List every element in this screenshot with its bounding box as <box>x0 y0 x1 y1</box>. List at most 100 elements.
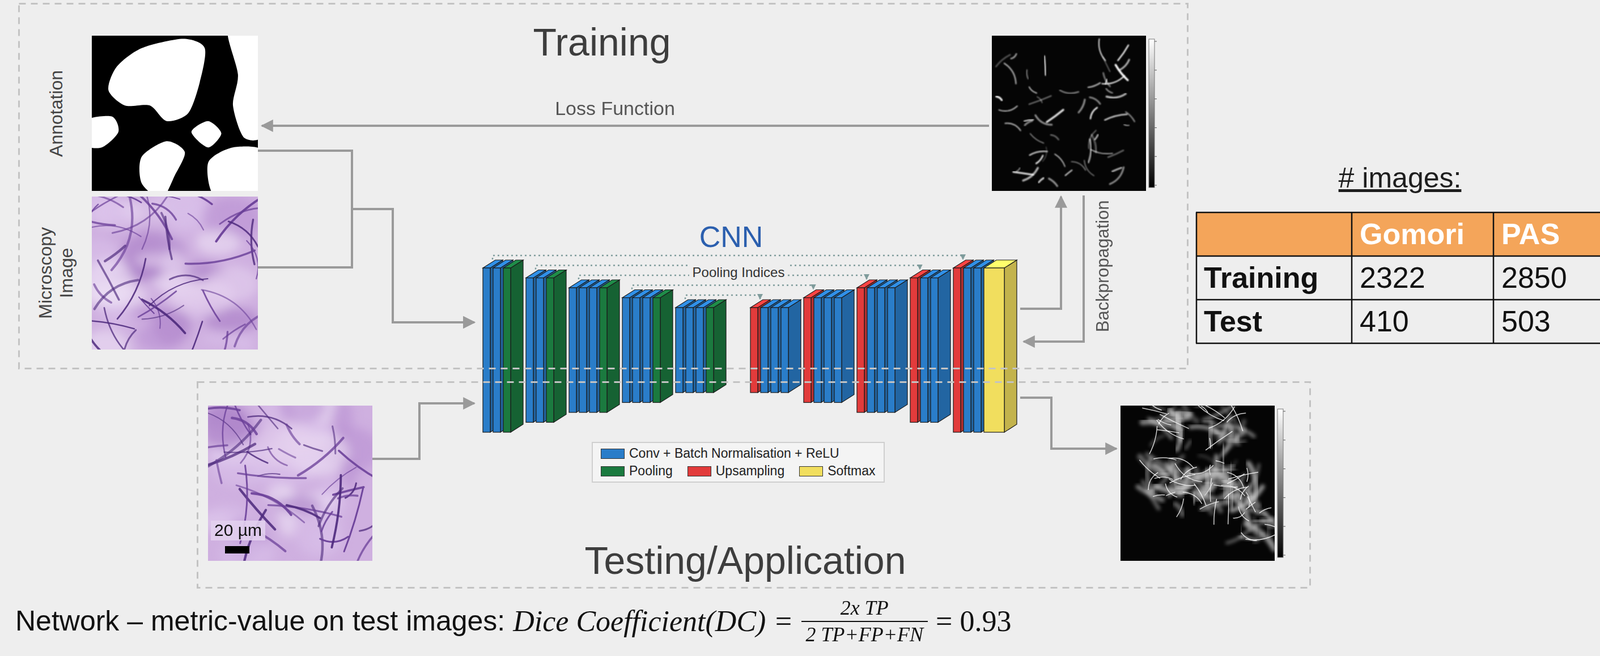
metric-text: Network – metric-value on test images: <box>15 605 505 639</box>
cnn-block: CNNPooling Indices <box>474 222 1033 440</box>
node-art <box>91 35 258 192</box>
hypha <box>173 196 212 205</box>
prediction-streak <box>1241 532 1258 541</box>
column-header: Gomori <box>1359 212 1465 257</box>
prediction-streak <box>1013 172 1034 176</box>
prediction-streak <box>1106 94 1126 99</box>
layer-sheet <box>760 299 781 393</box>
image-label: Annotation <box>45 36 67 190</box>
output-arrow <box>1020 397 1117 449</box>
prediction-streak <box>1035 115 1052 126</box>
prediction-streak <box>1214 499 1217 526</box>
stain-blotch <box>195 230 241 256</box>
mask-blob <box>108 38 206 122</box>
prediction-cloud <box>1204 482 1215 483</box>
layer-side <box>894 279 908 413</box>
output-arrow <box>1020 196 1061 309</box>
image-label: Microscopy Image <box>35 210 78 336</box>
prediction-streak <box>1182 492 1203 505</box>
table-grid <box>1195 212 1600 344</box>
mask-blob <box>207 146 258 192</box>
prediction-cloud <box>1150 435 1164 446</box>
layer-front <box>706 307 714 393</box>
prediction-streak <box>1101 75 1124 84</box>
prediction-streak <box>1109 167 1124 185</box>
layer-sheet <box>525 270 546 423</box>
mask-blob <box>91 116 119 149</box>
layer-sheet <box>770 299 791 393</box>
stain-blotch <box>206 265 258 303</box>
hypha <box>215 196 258 242</box>
prediction-streak <box>1089 97 1101 105</box>
connector-arrow <box>257 209 475 323</box>
hypha <box>149 278 209 307</box>
hypha <box>91 320 135 329</box>
legend-item: Softmax <box>799 463 876 479</box>
table-rule <box>1195 342 1600 345</box>
layer-front <box>963 268 971 433</box>
layer-front <box>910 278 918 423</box>
hypha <box>208 444 256 470</box>
formula-fraction: 2x TP2 TP+FP+FN <box>801 595 929 649</box>
prediction-streak <box>995 54 1010 67</box>
formula-denominator: 2 TP+FP+FN <box>801 621 929 648</box>
layer-front <box>887 287 895 413</box>
layer-front <box>599 287 608 413</box>
layer-top <box>503 260 524 269</box>
table-rule <box>1351 212 1353 344</box>
layer-sheet <box>685 299 706 393</box>
layer-side <box>660 290 673 403</box>
region-outline <box>19 3 1188 369</box>
prediction-cloud <box>1207 485 1215 491</box>
prediction-streak <box>1124 124 1130 126</box>
colour-bar-tick <box>1154 127 1157 129</box>
prediction-cloud <box>1210 420 1229 442</box>
table-caption: # images: <box>1338 162 1462 195</box>
layer-sheet <box>856 279 877 413</box>
prediction-streak <box>1042 146 1047 162</box>
hypha <box>202 290 220 322</box>
layer-sheet <box>920 270 941 423</box>
layer-top <box>706 299 727 308</box>
hypha <box>359 521 373 532</box>
colour-bar <box>1277 409 1284 558</box>
formula-numerator: 2x TP <box>801 595 929 622</box>
layer-front <box>536 278 544 423</box>
prediction-streak <box>1117 45 1129 61</box>
prediction-streak <box>1119 59 1130 70</box>
colour-bar-tick <box>1283 411 1286 413</box>
layer-front <box>813 298 822 403</box>
hypha <box>350 533 373 562</box>
hypha <box>91 196 121 217</box>
layer-front <box>493 268 501 433</box>
colour-bar-tick <box>1283 497 1286 499</box>
layer-front <box>546 278 554 423</box>
layer-front <box>695 307 704 393</box>
layer-front <box>632 298 640 403</box>
prediction-streak <box>1078 99 1085 113</box>
layer-front <box>781 307 789 393</box>
layer-sheet <box>834 290 855 403</box>
table-rule <box>1492 212 1495 344</box>
layer-front <box>983 268 1005 433</box>
colour-bar-tick <box>1283 526 1286 528</box>
prediction-streak <box>1024 120 1033 126</box>
hypha <box>91 213 116 226</box>
prediction-cloud <box>1178 486 1190 489</box>
hyphae <box>91 196 258 350</box>
layer-sheet <box>579 279 600 413</box>
arrow-label: Backpropagation <box>1092 181 1114 352</box>
node-art <box>474 222 1033 440</box>
prediction-structures <box>1138 405 1275 550</box>
connector-arrow <box>257 150 475 323</box>
layer-sheet <box>963 260 984 433</box>
prediction-streak <box>1200 406 1208 413</box>
prediction-streak <box>1233 512 1246 519</box>
hypha <box>104 307 150 350</box>
column-header: PAS <box>1501 212 1560 257</box>
prediction-streak <box>1054 154 1065 167</box>
legend-row: Conv + Batch Normalisation + ReLU <box>600 446 876 462</box>
layer-side <box>1004 260 1017 433</box>
prediction-streak <box>1098 39 1106 61</box>
hypha <box>238 473 307 479</box>
